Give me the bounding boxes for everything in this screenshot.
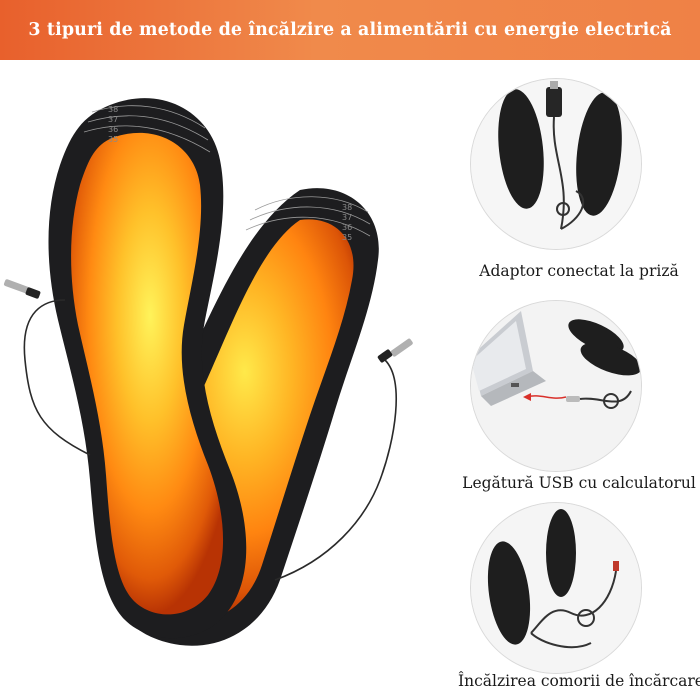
size-label-right-37: 37 (342, 213, 352, 222)
size-contours-right (245, 196, 371, 237)
title-banner: 3 tipuri de metode de încălzire a alimen… (0, 0, 700, 60)
left-insole (48, 98, 247, 639)
power-bank-photo (470, 502, 642, 674)
adapter-photo (470, 78, 642, 250)
banner-title: 3 tipuri de metode de încălzire a alimen… (28, 20, 672, 40)
size-label-right-35: 35 (342, 233, 352, 242)
power-bank-icon (471, 503, 641, 673)
size-contours-left (83, 105, 211, 153)
caption-usb: Legătură USB cu calculatorul (462, 474, 696, 492)
size-label-left-38: 38 (108, 105, 118, 114)
plug-icon (390, 338, 413, 357)
caption-adapter: Adaptor conectat la priză (479, 262, 679, 280)
left-cable (3, 279, 91, 456)
size-label-left-36: 36 (108, 125, 118, 134)
heated-insoles-hero-image: 38 37 36 35 38 37 36 35 (0, 60, 460, 700)
usb-photo (470, 300, 642, 472)
size-label-right-36: 36 (342, 223, 352, 232)
size-label-left-37: 37 (108, 115, 118, 124)
size-label-left-35: 35 (108, 135, 118, 144)
usb-laptop-icon (471, 301, 641, 471)
size-label-right-38: 38 (342, 203, 352, 212)
caption-power-bank: Încălzirea comorii de încărcare (458, 672, 700, 690)
adapter-icon (471, 79, 641, 249)
plug-icon (3, 279, 30, 294)
right-cable (274, 338, 413, 581)
